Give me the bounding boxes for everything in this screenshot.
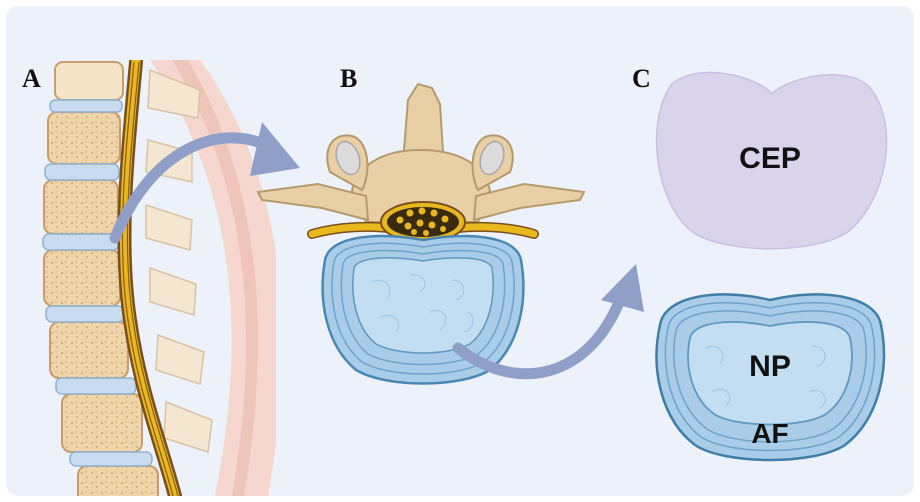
arrow-a-to-b-head: [250, 122, 300, 176]
np-label: NP: [749, 350, 791, 383]
panel-label-b: B: [340, 64, 358, 93]
cep-label: CEP: [739, 142, 801, 175]
arrow-a-to-b: [109, 132, 278, 244]
arrow-b-to-c-head: [601, 264, 644, 312]
af-label: AF: [751, 418, 789, 449]
vertebra-axial-view: [256, 82, 586, 385]
cep-shape: [655, 71, 888, 250]
arrow-b-to-c: [452, 294, 626, 380]
panel-label-a: A: [22, 64, 41, 93]
panel-label-c: C: [632, 64, 651, 93]
np-shape: [687, 321, 853, 426]
spine-sagittal-view: [42, 60, 276, 496]
